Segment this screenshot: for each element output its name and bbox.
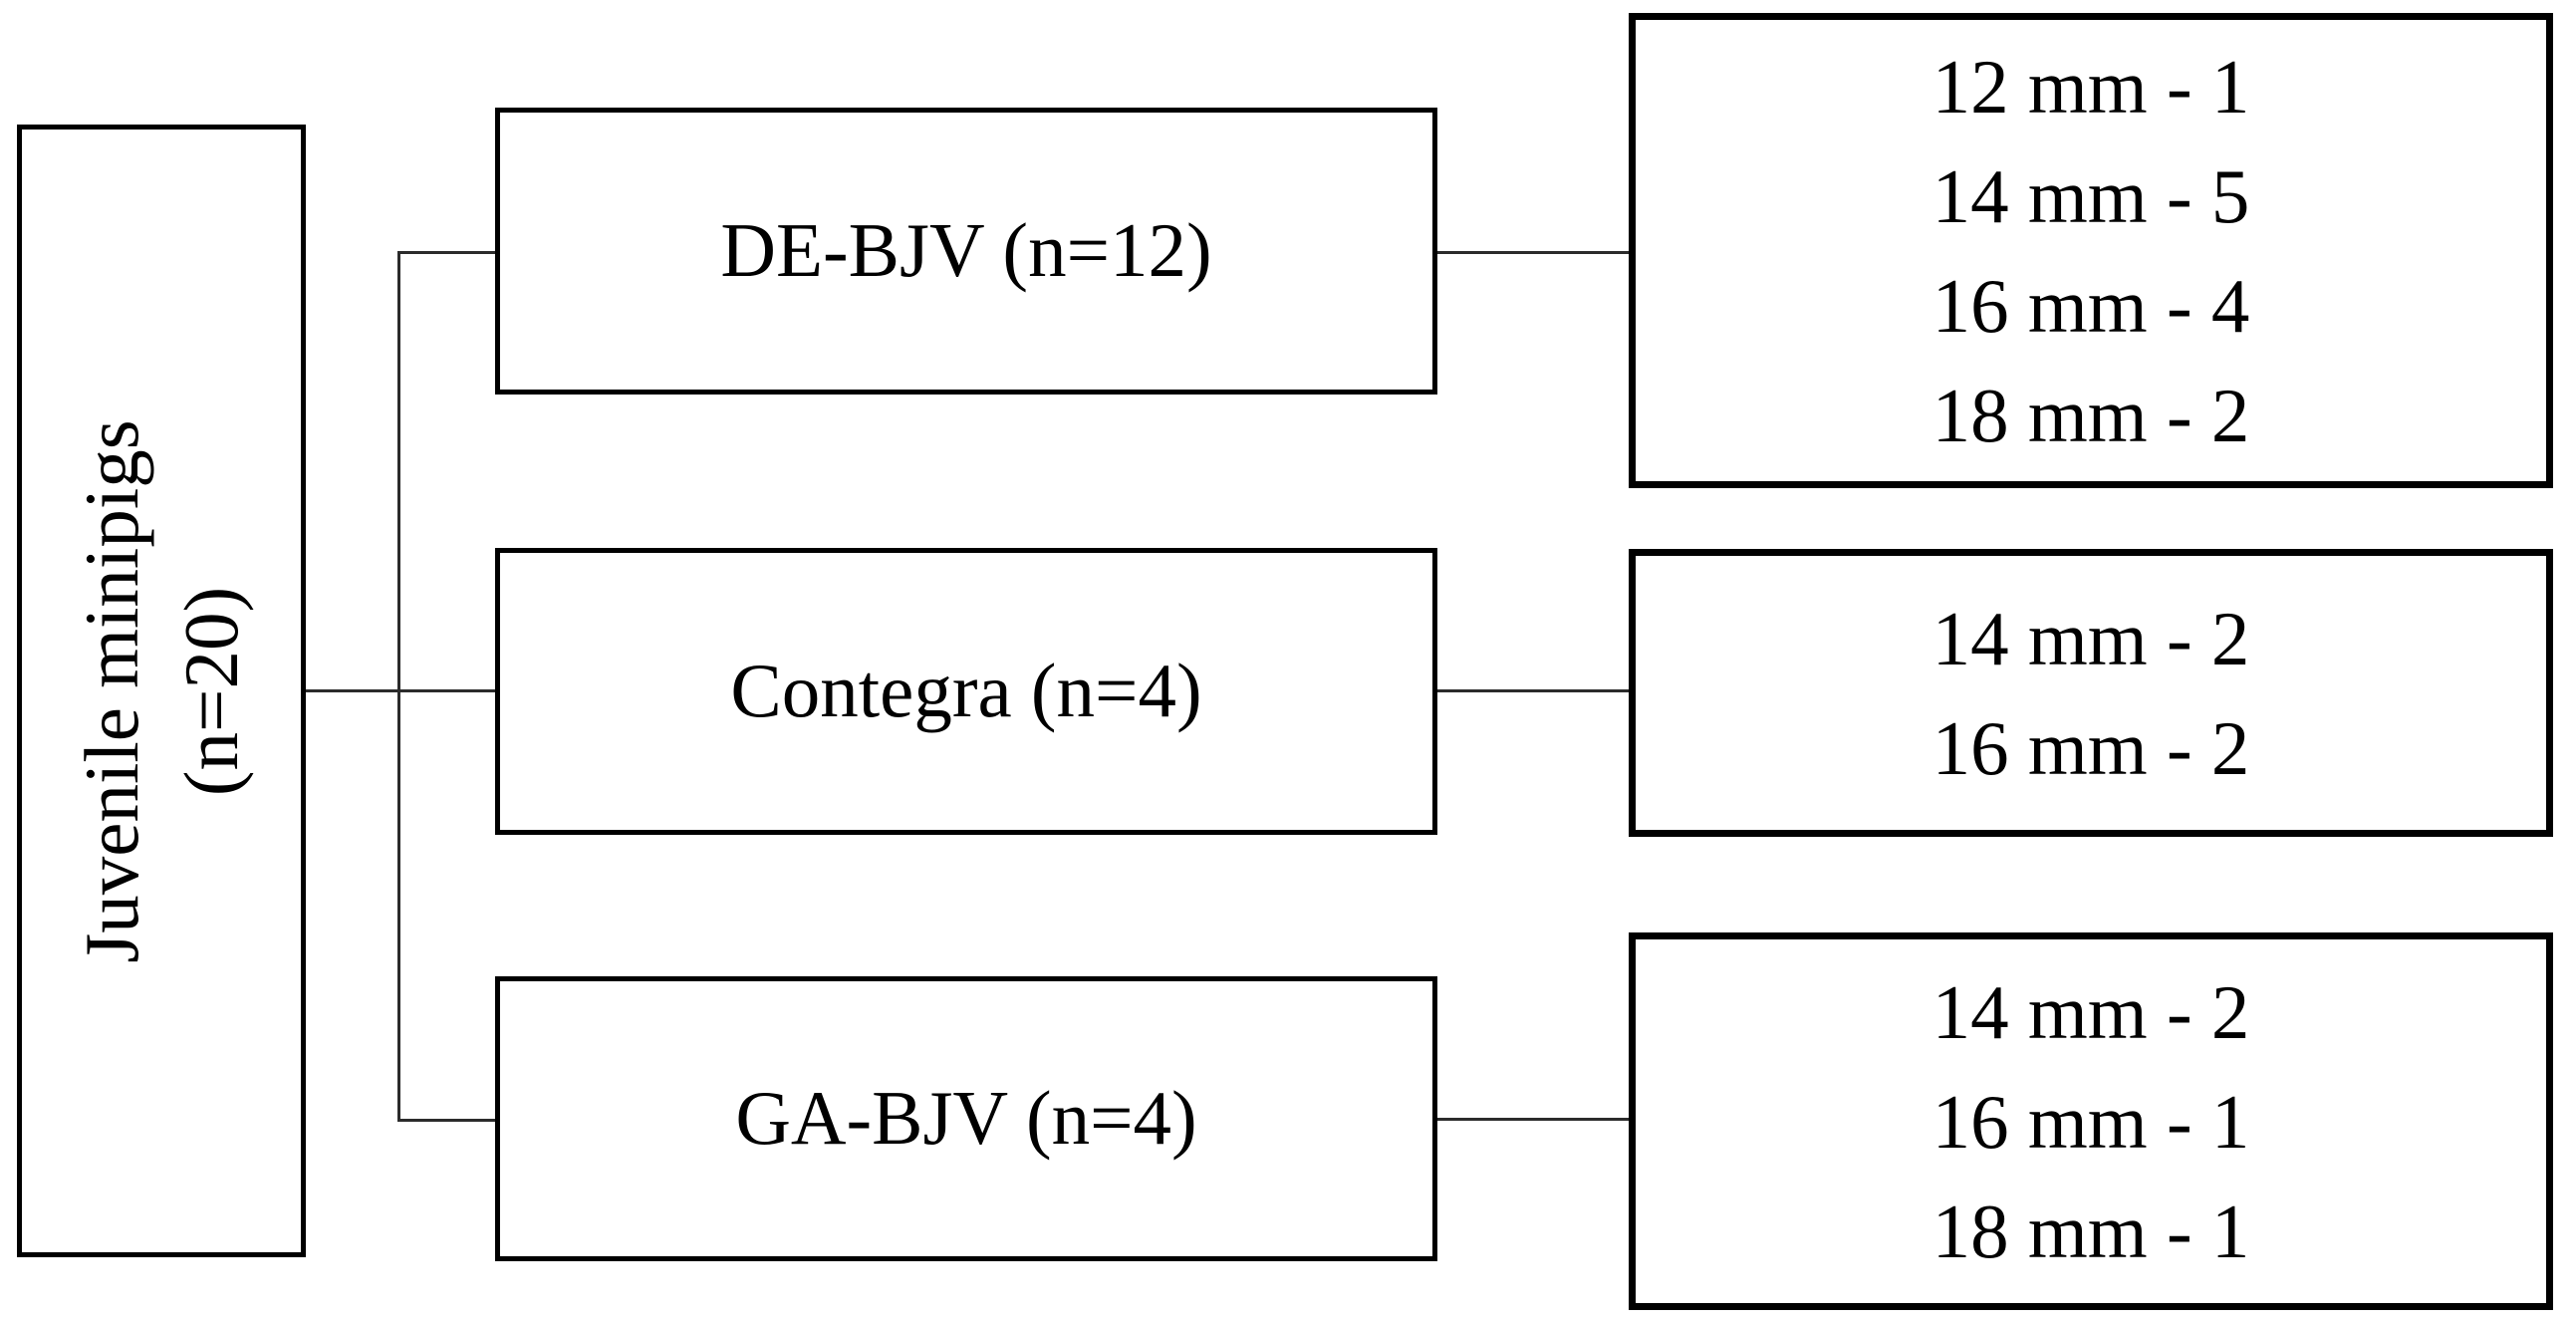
size-line: 14 mm - 2 [1932,968,2250,1055]
size-box-contegra: 14 mm - 2 16 mm - 2 [1629,549,2553,837]
size-line: 12 mm - 1 [1932,43,2250,130]
connector-ga-bjv-sizes [1437,1118,1629,1121]
group-label-ga-bjv: GA-BJV (n=4) [735,1075,1197,1162]
size-list-contegra: 14 mm - 2 16 mm - 2 [1932,584,2250,803]
connector-branch-ga-bjv [397,1119,495,1122]
size-line: 14 mm - 2 [1932,595,2250,681]
size-line: 16 mm - 4 [1932,262,2250,349]
size-line: 18 mm - 2 [1932,372,2250,458]
size-line: 18 mm - 1 [1932,1188,2250,1274]
size-line: 16 mm - 1 [1932,1078,2250,1165]
connector-contegra-sizes [1437,689,1629,692]
size-line: 16 mm - 2 [1932,704,2250,791]
connector-root-stub [306,689,495,692]
root-box: Juvenile minipigs (n=20) [17,125,306,1257]
size-list-ga-bjv: 14 mm - 2 16 mm - 1 18 mm - 1 [1932,957,2250,1286]
root-label-line2: (n=20) [168,586,254,796]
size-list-de-bjv: 12 mm - 1 14 mm - 5 16 mm - 4 18 mm - 2 [1932,32,2250,470]
root-label-line1: Juvenile minipigs [69,418,154,963]
group-box-contegra: Contegra (n=4) [495,548,1437,835]
connector-de-bjv-sizes [1437,251,1629,254]
root-box-label: Juvenile minipigs (n=20) [62,419,261,962]
size-box-ga-bjv: 14 mm - 2 16 mm - 1 18 mm - 1 [1629,932,2553,1310]
size-box-de-bjv: 12 mm - 1 14 mm - 5 16 mm - 4 18 mm - 2 [1629,13,2553,488]
size-line: 14 mm - 5 [1932,152,2250,239]
group-label-de-bjv: DE-BJV (n=12) [720,207,1212,294]
connector-branch-de-bjv [397,251,495,254]
group-box-ga-bjv: GA-BJV (n=4) [495,976,1437,1261]
group-box-de-bjv: DE-BJV (n=12) [495,108,1437,395]
connector-trunk [397,251,400,1122]
group-label-contegra: Contegra (n=4) [730,648,1202,734]
